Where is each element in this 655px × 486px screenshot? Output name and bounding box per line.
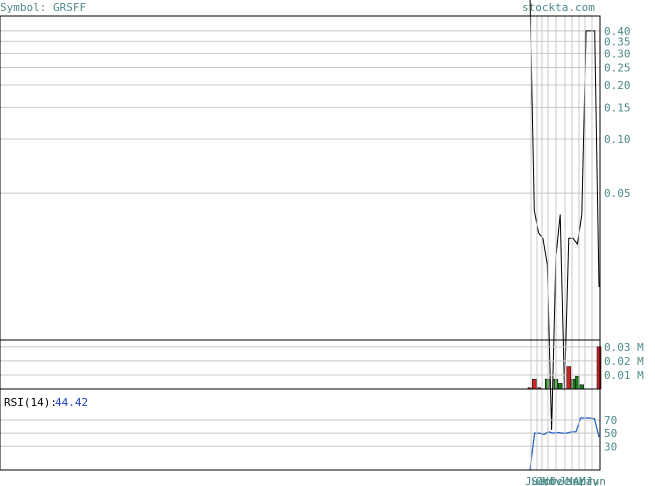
price-tick-label: 0.15 (604, 101, 631, 114)
rsi-panel-frame (0, 388, 601, 471)
volume-axis: 0.03 M0.02 M0.01 M (604, 341, 644, 382)
rsi-gridlines (0, 419, 600, 447)
x-tick-label: Mar (566, 475, 586, 486)
price-tick-label: 0.30 (604, 47, 631, 60)
price-tick-label: 0.10 (604, 133, 631, 146)
rsi-label: RSI(14): (4, 396, 57, 409)
watermark: stockta.com (522, 1, 595, 14)
x-tick-label: Apr (573, 475, 593, 486)
vertical-gridlines (530, 16, 593, 470)
volume-tick-label: 0.01 M (604, 369, 644, 382)
rsi-tick-label: 70 (604, 414, 617, 427)
price-tick-label: 0.25 (604, 62, 631, 75)
rsi-tick-label: 50 (604, 427, 617, 440)
x-tick-label: Sep (531, 475, 551, 486)
volume-bar (566, 366, 572, 390)
x-tick-label: Nov (542, 475, 562, 486)
x-tick-label: Jun (586, 475, 606, 486)
x-tick-label: Jul (525, 475, 545, 486)
volume-bar (557, 383, 563, 390)
volume-tick-label: 0.02 M (604, 355, 644, 368)
volume-bars (527, 346, 602, 390)
rsi-tick-label: 30 (604, 440, 617, 453)
x-tick-label: May (579, 475, 599, 486)
rsi-value: 44.42 (55, 396, 88, 409)
price-tick-label: 0.05 (604, 187, 631, 200)
volume-bar (532, 378, 537, 390)
symbol-label: Symbol: GRSFF (0, 1, 86, 14)
price-axis: 0.400.350.30 0.25 0.20 0.15 0.10 0.05 (604, 25, 631, 200)
price-panel-frame (0, 15, 601, 341)
x-tick-label: Oct (536, 475, 556, 486)
volume-bar (545, 378, 550, 390)
volume-bar (579, 384, 584, 390)
x-tick-label: Dec (550, 475, 570, 486)
price-tick-label: 0.20 (604, 79, 631, 92)
price-gridlines (0, 30, 600, 194)
volume-gridlines (0, 346, 600, 376)
volume-panel-frame (0, 339, 601, 390)
volume-tick-label: 0.03 M (604, 341, 644, 354)
x-tick-label: Jan (559, 475, 579, 486)
price-tick-label: 0.40 (604, 25, 631, 38)
price-tick-label: 0.35 (604, 35, 631, 48)
